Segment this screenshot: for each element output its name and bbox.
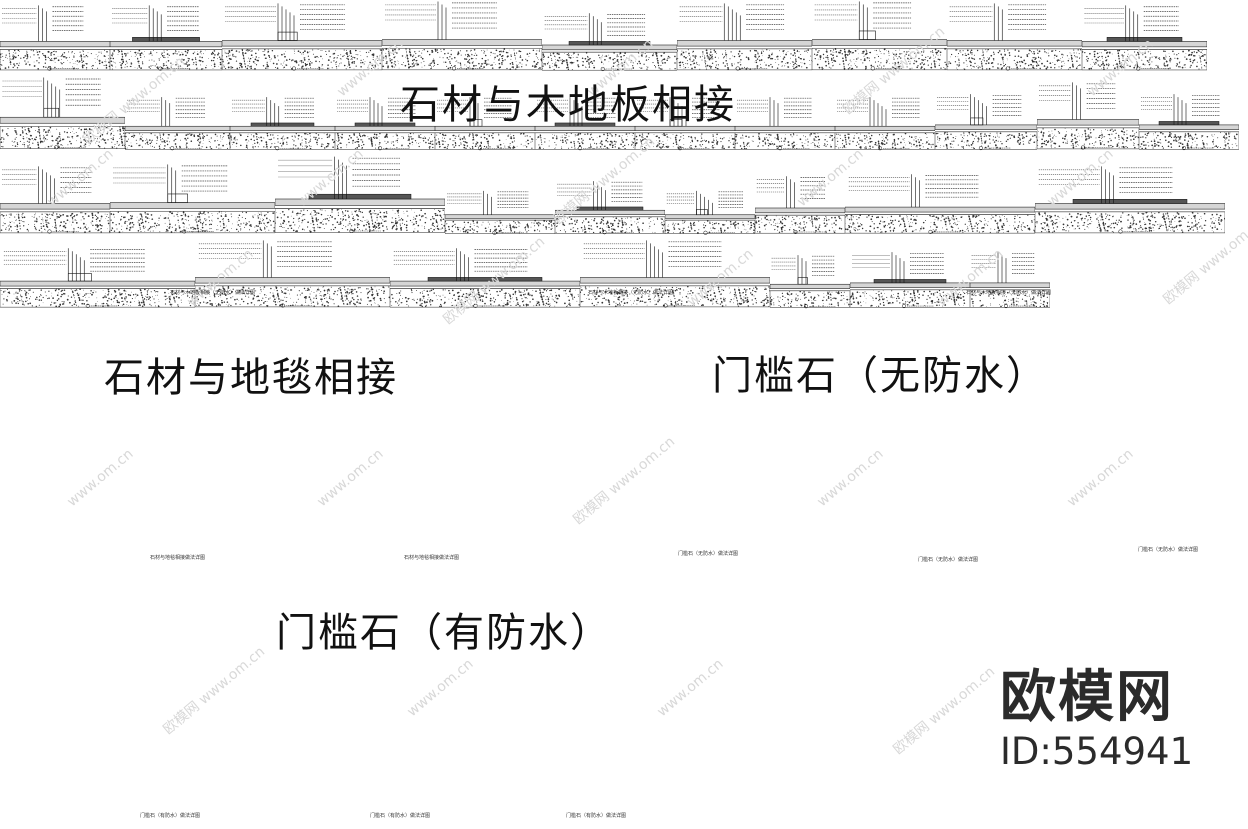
section-detail-drawing	[1036, 82, 1140, 150]
watermark-text: www.om.cn	[1064, 445, 1137, 511]
section-detail-drawing	[934, 94, 1038, 151]
sheet-caption: 门槛石（有防水）做法详图	[370, 813, 431, 819]
section-detail-drawing	[946, 3, 1083, 71]
watermark-text: www.om.cn	[314, 445, 387, 511]
section-detail-drawing	[834, 97, 936, 151]
sheet-caption: 门槛石（有防水）做法详图	[566, 813, 627, 819]
sheet-caption: 门槛石（无防水）做法详图	[678, 551, 739, 557]
section-detail-drawing	[434, 97, 536, 151]
section-detail-drawing	[1034, 166, 1226, 234]
section-detail-drawing	[0, 5, 111, 71]
watermark-text: www.om.cn	[814, 445, 887, 511]
section-detail-drawing	[444, 190, 556, 235]
watermark-text: www.om.cn	[654, 655, 727, 721]
section-detail-drawing	[849, 252, 971, 309]
model-id: ID:554941	[1000, 730, 1194, 773]
section-detail-drawing	[676, 3, 813, 71]
section-detail-drawing	[664, 190, 756, 235]
section-detail-drawing	[221, 3, 383, 71]
section-detail-drawing	[0, 248, 196, 308]
section-detail-drawing	[634, 97, 736, 151]
section-detail-drawing	[194, 240, 391, 308]
section-detail-drawing	[554, 181, 666, 235]
section-detail-drawing	[381, 1, 543, 71]
sheet-caption: 石材与木地板相接（无防水）做法详图	[588, 290, 674, 296]
section-detail-drawing	[541, 13, 678, 72]
section-detail-drawing	[109, 5, 223, 71]
section-detail-drawing	[734, 97, 836, 151]
brand-block: 欧模网 ID:554941	[1000, 668, 1200, 774]
sheet-caption: 门槛石（有防水）做法详图	[140, 813, 201, 819]
section-detail-drawing	[534, 97, 636, 151]
section-detail-drawing	[844, 174, 1036, 234]
watermark-text: www.om.cn	[404, 655, 477, 721]
watermark-text: 欧模网 www.om.cn	[570, 433, 679, 528]
section-detail-drawing	[1138, 94, 1240, 151]
watermark-text: 欧模网 www.om.cn	[890, 663, 999, 758]
watermark-text: 欧模网 www.om.cn	[160, 643, 269, 738]
sheet-caption: 石材与地毯相接做法详图	[150, 555, 206, 561]
section-detail-drawing	[0, 166, 111, 234]
section-detail-drawing	[274, 156, 446, 234]
watermark-text: www.om.cn	[64, 445, 137, 511]
section-detail-drawing	[579, 240, 771, 308]
section-detail-drawing	[109, 164, 276, 234]
section-detail-drawing	[1081, 5, 1208, 71]
section-detail-drawing	[811, 1, 948, 71]
section-detail-drawing	[229, 97, 336, 151]
sheet-caption: 石材与木地板相接（无防水）做法详图	[966, 290, 1052, 296]
heading-stone-carpet: 石材与地毯相接	[104, 355, 398, 401]
section-detail-drawing	[754, 176, 846, 235]
sheet-caption: 石材与地毯相接做法详图	[404, 555, 460, 561]
brand-logo: 欧模网	[1000, 665, 1174, 730]
section-detail-drawing	[389, 248, 581, 308]
sheet-caption: 门槛石（无防水）做法详图	[918, 557, 979, 563]
sheet-caption: 石材与木地板相接（无防水）做法详图	[170, 290, 256, 296]
section-detail-drawing	[969, 252, 1051, 309]
heading-threshold-waterproof: 门槛石（有防水）	[276, 610, 612, 656]
section-detail-drawing	[124, 97, 231, 151]
heading-threshold-no-waterproof: 门槛石（无防水）	[712, 353, 1048, 399]
sheet-caption: 门槛石（无防水）做法详图	[1138, 547, 1199, 553]
heading-stone-wood: 石材与木地板相接	[400, 82, 736, 128]
section-detail-drawing	[0, 77, 126, 150]
section-detail-drawing	[769, 255, 851, 309]
